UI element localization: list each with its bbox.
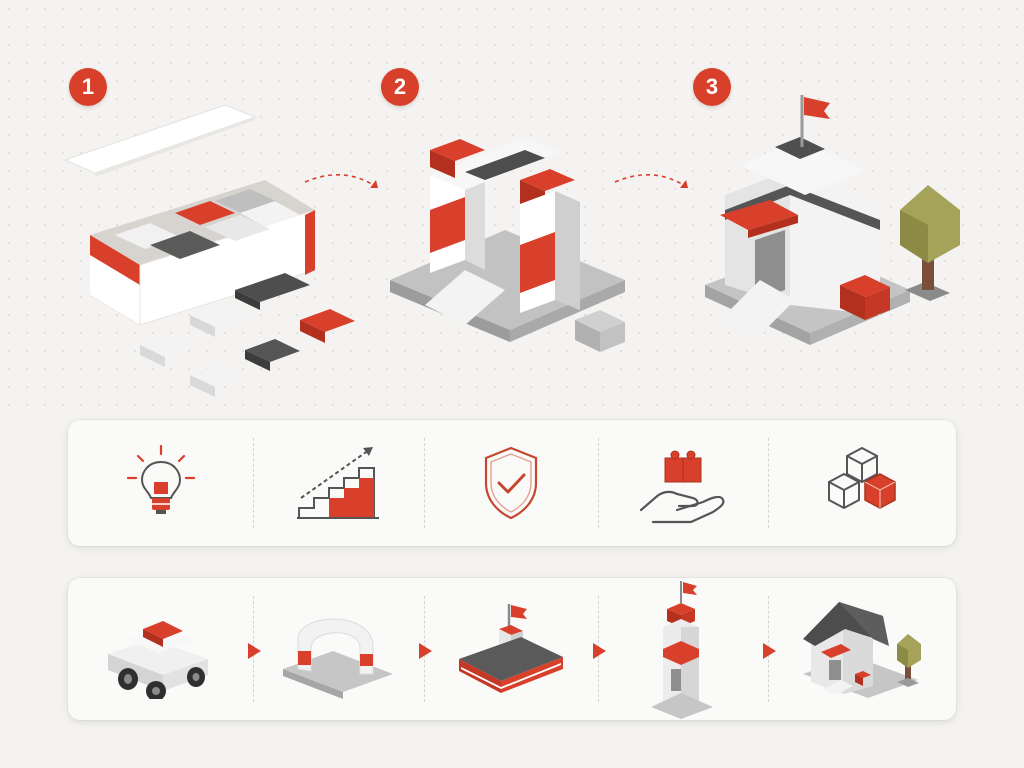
finished-castle-illustration — [705, 95, 960, 345]
step-1-badge: 1 — [69, 68, 107, 106]
arrow-step-2-to-3 — [614, 173, 689, 189]
model-lighthouse — [603, 578, 763, 720]
brick-box-illustration — [63, 105, 355, 397]
step-2-badge: 2 — [381, 68, 419, 106]
benefits-panel — [68, 420, 956, 546]
benefit-hands-on — [598, 420, 768, 546]
growth-stairs-icon — [296, 447, 379, 519]
arrow-step-1-to-2 — [304, 173, 379, 189]
partial-gate-illustration — [390, 138, 625, 352]
model-boat — [428, 578, 593, 720]
divider — [424, 438, 425, 528]
model-car — [68, 578, 248, 720]
brick-boat-icon — [458, 604, 563, 693]
progress-arrow-icon — [248, 643, 261, 659]
brick-lighthouse-icon — [651, 581, 713, 719]
hand-brick-icon — [639, 450, 725, 524]
progress-arrow-icon — [763, 643, 776, 659]
benefit-safety — [424, 420, 598, 546]
brick-car-icon — [108, 621, 208, 699]
divider — [598, 438, 599, 528]
progress-arrow-icon — [593, 643, 606, 659]
benefit-growth — [253, 420, 424, 546]
model-house — [773, 578, 953, 720]
model-arch — [258, 578, 418, 720]
model-progression-panel — [68, 578, 956, 720]
benefit-building — [768, 420, 956, 546]
lightbulb-icon — [126, 444, 195, 514]
progress-arrow-icon — [419, 643, 432, 659]
benefit-creativity — [68, 420, 253, 546]
divider — [768, 438, 769, 528]
shield-check-icon — [484, 446, 538, 520]
divider — [253, 438, 254, 528]
brick-arch-icon — [283, 618, 393, 699]
brick-house-icon — [803, 602, 921, 698]
step-3-badge: 3 — [693, 68, 731, 106]
stacked-cubes-icon — [828, 446, 896, 510]
